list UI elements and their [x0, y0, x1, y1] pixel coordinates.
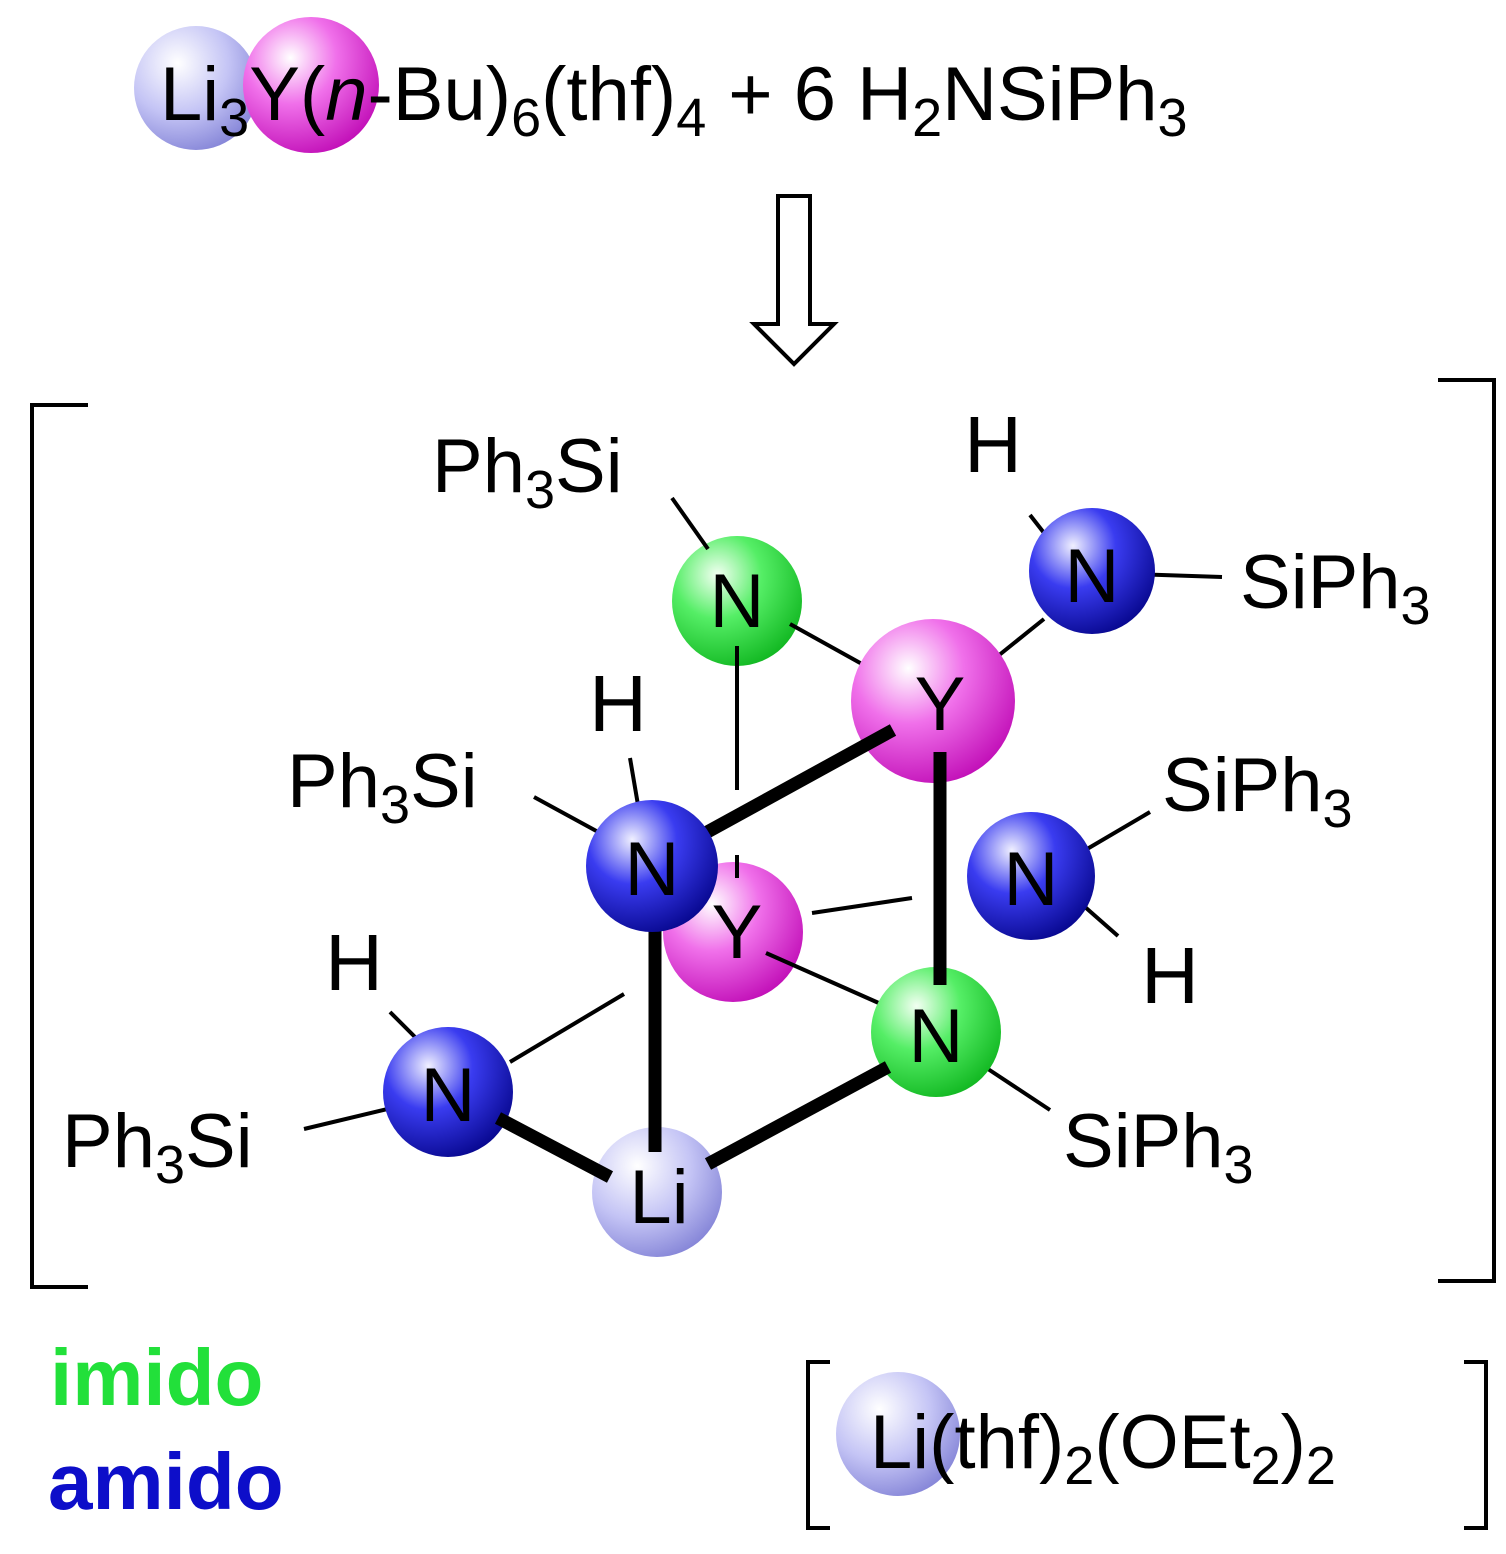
li-subscript: 3 — [219, 88, 249, 148]
h-label-top-right: H — [964, 400, 1022, 489]
siph3-label-right: SiPh3 — [1162, 743, 1353, 839]
imido-n-top-sphere — [672, 536, 802, 666]
n-label-center-amido: N — [625, 827, 680, 912]
counter-ion-formula: Li(thf)2(OEt2)2 — [870, 1400, 1336, 1496]
open-paren: ( — [300, 52, 325, 137]
reaction-arrow — [749, 194, 839, 367]
sub-3: 3 — [1158, 88, 1188, 148]
h-label-right: H — [1141, 931, 1199, 1020]
ph3si-label-middle: Ph3Si — [287, 739, 478, 835]
h-label-left: H — [325, 918, 383, 1007]
thick-bonds — [494, 724, 947, 1183]
ph3si-label-top: Ph3Si — [432, 424, 623, 520]
counter-ion-right-bracket — [1464, 1360, 1488, 1530]
y-symbol: Y — [249, 52, 300, 137]
sub-6: 6 — [511, 88, 541, 148]
reactant-equation: Li3Y(n-Bu)6(thf)4+ 6 H2NSiPh3 — [134, 17, 1188, 153]
sub-2: 2 — [912, 88, 942, 148]
n-label-right-amido: N — [1004, 837, 1059, 922]
amine-nsiph: NSiPh — [942, 52, 1157, 137]
n-label-top-right-amido: N — [1065, 534, 1120, 619]
counter-ion-left-bracket — [806, 1360, 830, 1530]
imido-n-bottom-sphere — [871, 967, 1001, 1097]
sub-4: 4 — [676, 88, 706, 148]
amido-n-right-sphere — [967, 812, 1095, 940]
n-label-top-imido: N — [710, 559, 765, 644]
lithium-sphere-counter-ion — [836, 1372, 960, 1496]
siph3-label-top-right: SiPh3 — [1240, 540, 1431, 636]
legend-amido: amido — [48, 1437, 284, 1526]
plus-six-h: + 6 H — [728, 52, 912, 137]
li-label-cluster: Li — [629, 1155, 688, 1240]
li-symbol: Li — [160, 52, 219, 137]
siph3-label-bottom-right: SiPh3 — [1063, 1099, 1254, 1195]
legend-imido: imido — [50, 1333, 263, 1422]
yttrium-front-sphere — [851, 619, 1015, 783]
y-label-back: Y — [712, 890, 763, 975]
left-bracket — [30, 403, 88, 1289]
lithium-sphere-cluster — [592, 1127, 722, 1257]
ph3si-label-bottom-left: Ph3Si — [62, 1099, 253, 1195]
thf-group: (thf) — [541, 52, 676, 137]
butyl: -Bu) — [368, 52, 512, 137]
y-label-front: Y — [915, 662, 966, 747]
svg-text:Li3Y(n-Bu)6(thf)4+ 6 H2NSiPh3: Li3Y(n-Bu)6(thf)4+ 6 H2NSiPh3 — [160, 52, 1188, 148]
lithium-sphere-reactant — [134, 26, 258, 150]
yttrium-sphere-reactant — [243, 17, 379, 153]
right-bracket — [1438, 378, 1496, 1283]
h-label-center: H — [589, 659, 647, 748]
amido-n-top-right-sphere — [1029, 508, 1155, 634]
n-prefix: n — [325, 52, 367, 137]
n-label-bottom-imido: N — [909, 994, 964, 1079]
n-label-bottom-left-amido: N — [421, 1053, 476, 1138]
amido-n-center-sphere — [586, 800, 718, 932]
amido-n-bottom-left-sphere — [383, 1027, 513, 1157]
